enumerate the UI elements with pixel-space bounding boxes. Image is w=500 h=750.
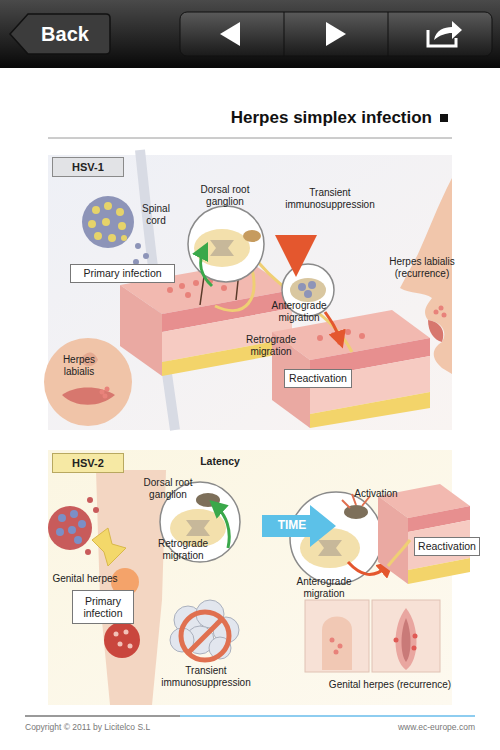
share-arrow: [434, 21, 462, 40]
footer-rule: [25, 715, 180, 717]
label-box: Reactivation: [284, 369, 352, 388]
female-genital-inner: [402, 618, 411, 662]
footer-rule: [180, 715, 475, 717]
label-box: Reactivation: [414, 537, 480, 556]
fat-layer: [408, 558, 470, 584]
lesion-texture: [114, 630, 133, 649]
toolbar: [0, 0, 500, 68]
image-frame: [372, 600, 440, 672]
grey-matter: [210, 240, 234, 256]
cold-sore: [434, 306, 447, 318]
skin-side: [378, 496, 408, 584]
female-genital: [396, 608, 417, 670]
body-silhouette: [96, 470, 166, 705]
node-text: HSV-1: [72, 161, 104, 174]
back-button: Back: [8, 12, 112, 56]
annotation-label: Activation: [345, 488, 407, 500]
latent-virus: [298, 281, 316, 298]
prohibition-sign: [181, 612, 229, 660]
grey-matter: [186, 520, 210, 536]
virus-capsomers: [88, 202, 127, 242]
ganglion-cell: [290, 278, 326, 302]
node-text: Back: [41, 23, 89, 46]
magnifier-circle: [290, 492, 382, 584]
annotation-label: Genital herpes: [48, 573, 122, 585]
panel-background: [48, 450, 452, 705]
annotation-label: Transient immunosuppression: [280, 187, 380, 210]
node-text: Primary infection: [83, 267, 161, 279]
node-text: Primary infection: [76, 595, 130, 619]
magnifier-circle: [188, 206, 264, 282]
virus-particles: [85, 497, 99, 555]
spinal-cord-section: [194, 229, 250, 267]
virus-particles: [133, 243, 149, 265]
virus-capsomers: [56, 510, 86, 544]
ganglion: [243, 230, 261, 242]
immune-cells: [170, 600, 239, 659]
prohibition-bar: [188, 619, 222, 653]
lips: [62, 388, 115, 405]
ganglion: [196, 493, 220, 507]
prev-icon: [220, 22, 240, 46]
page-title: Herpes simplex infection: [130, 108, 432, 128]
annotation-label: Spinal cord: [132, 203, 180, 226]
annotation-label: Herpes labialis (recurrence): [383, 256, 461, 279]
time-arrow: TIME: [262, 505, 336, 547]
cold-sore: [100, 387, 110, 399]
annotation-label: Transient immunosuppression: [156, 665, 256, 688]
label-box: Primary infection: [70, 264, 175, 283]
title-rule: [48, 138, 452, 139]
annotation-label: Dorsal root ganglion: [128, 477, 208, 500]
segmented-control: [180, 12, 492, 56]
divider: [284, 12, 285, 56]
panel-tag: HSV-2: [52, 453, 124, 473]
node-text: Reactivation: [418, 540, 476, 552]
node-text: Reactivation: [289, 372, 347, 384]
annotation-label: Retrograde migration: [148, 538, 218, 561]
retrograde-arrow: [216, 506, 229, 548]
image-frame: [305, 600, 369, 672]
annotation-label: Dorsal root ganglion: [182, 184, 268, 207]
footer-text: Copyright © 2011 by Licitelco S.L: [25, 723, 245, 733]
anterograde-arrow: [325, 312, 340, 340]
face-closeup: [44, 338, 132, 426]
male-genital: [322, 617, 352, 671]
lips: [428, 320, 443, 342]
lesions: [394, 634, 418, 651]
panel-tag: HSV-1: [52, 157, 124, 177]
annotation-label: Anterograde migration: [262, 300, 336, 323]
annotation-label: Genital herpes (recurrence): [320, 679, 460, 691]
label-box: Primary infection: [72, 590, 134, 624]
next-icon: [326, 22, 346, 46]
panel-background: [48, 155, 452, 430]
lesion: [104, 622, 140, 658]
annotation-label: Anterograde migration: [286, 576, 362, 599]
node-text: TIME: [278, 519, 307, 533]
footer-text: www.ec-europe.com: [300, 723, 475, 733]
back-button-outline: [10, 14, 110, 54]
immunosuppression-arrow: [293, 238, 300, 256]
nerve-fiber: [388, 540, 410, 566]
annotation-label: Herpes labialis: [50, 354, 108, 377]
virus-particle: [82, 196, 134, 248]
retrograde-arrow: [201, 250, 212, 286]
lesions: [330, 638, 343, 655]
infection-arrow: [92, 528, 126, 566]
annotation-label: Retrograde migration: [236, 334, 306, 357]
grey-matter: [318, 540, 342, 556]
ganglion: [344, 505, 368, 519]
time-arrow-outline: [262, 505, 336, 547]
node-text: HSV-2: [72, 457, 104, 470]
title-square: [440, 114, 448, 122]
divider: [388, 12, 389, 56]
virus-particle: [48, 506, 92, 550]
annotation-label: Latency: [190, 455, 250, 467]
fat-layer: [310, 392, 430, 428]
